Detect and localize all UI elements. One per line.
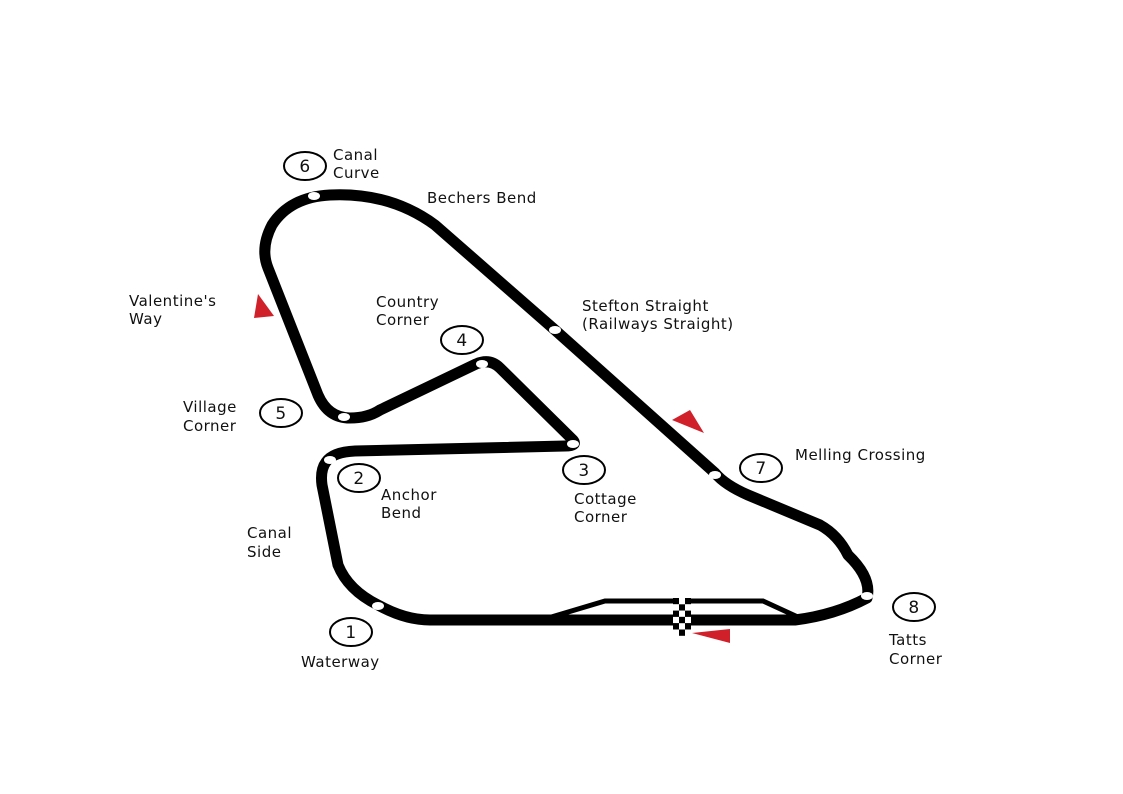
finish-check [673, 629, 679, 636]
corner-name: Corner [183, 417, 237, 435]
corner-number: 2 [353, 469, 364, 489]
corner-3: 3 Cottage Corner [562, 455, 637, 526]
corner-name: Curve [333, 164, 380, 182]
arrow-icon [254, 294, 274, 318]
finish-check [673, 623, 679, 630]
finish-check [685, 616, 691, 624]
corner-5: 5 Village Corner [183, 398, 303, 435]
stefton-straight-label-alt: (Railways Straight) [582, 315, 734, 333]
finish-check [673, 616, 679, 624]
track [259, 189, 874, 626]
finish-check [679, 616, 685, 624]
corner-6: 6 Canal Curve [283, 146, 380, 182]
corner-number: 5 [275, 404, 286, 424]
corner-2: 2 Anchor Bend [337, 463, 437, 522]
corner-name: Anchor [381, 486, 437, 504]
valentines-way-label: Valentine's [129, 292, 216, 310]
corner-1: 1 Waterway [301, 617, 380, 671]
finish-check [685, 629, 691, 636]
corner-dots [308, 192, 873, 610]
corner-number: 3 [578, 461, 589, 481]
corner-name: Melling Crossing [795, 446, 926, 464]
corner-name: Corner [889, 650, 943, 668]
corner-name: Corner [574, 508, 628, 526]
corner-8: 8 Tatts Corner [888, 592, 943, 668]
arrow-icon [672, 410, 704, 433]
corner-name: Bend [381, 504, 422, 522]
corner-7: 7 Melling Crossing [739, 446, 926, 483]
corner-number: 6 [299, 157, 310, 177]
finish-check [673, 610, 679, 617]
corner-name: Corner [376, 311, 430, 329]
arrow-icon [692, 629, 730, 643]
corner-name: Tatts [888, 631, 927, 649]
canal-side-label: Side [247, 543, 281, 561]
finish-check [673, 604, 679, 611]
finish-check [685, 623, 691, 630]
finish-check [679, 610, 685, 617]
valentines-way-label: Way [129, 310, 162, 328]
corner-4: 4 Country Corner [376, 293, 484, 355]
stefton-straight-label: Stefton Straight [582, 297, 709, 315]
finish-check [685, 604, 691, 611]
finish-check [673, 598, 679, 605]
corner-number: 7 [755, 459, 766, 479]
corner-name: Cottage [574, 490, 637, 508]
finish-check [685, 610, 691, 617]
finish-line [673, 598, 691, 636]
corner-number: 8 [908, 598, 919, 618]
corner-number: 4 [456, 331, 467, 351]
corner-number: 1 [345, 623, 356, 643]
direction-arrows [254, 294, 730, 643]
corner-name: Waterway [301, 653, 380, 671]
corner-name: Canal [333, 146, 378, 164]
finish-check [679, 629, 685, 636]
finish-check [679, 598, 685, 605]
corner-name: Village [183, 398, 237, 416]
finish-check [679, 623, 685, 630]
corner-name: Country [376, 293, 439, 311]
bechers-bend-label: Bechers Bend [427, 189, 537, 207]
canal-side-label: Canal [247, 524, 292, 542]
finish-check [685, 598, 691, 605]
finish-check [679, 604, 685, 611]
